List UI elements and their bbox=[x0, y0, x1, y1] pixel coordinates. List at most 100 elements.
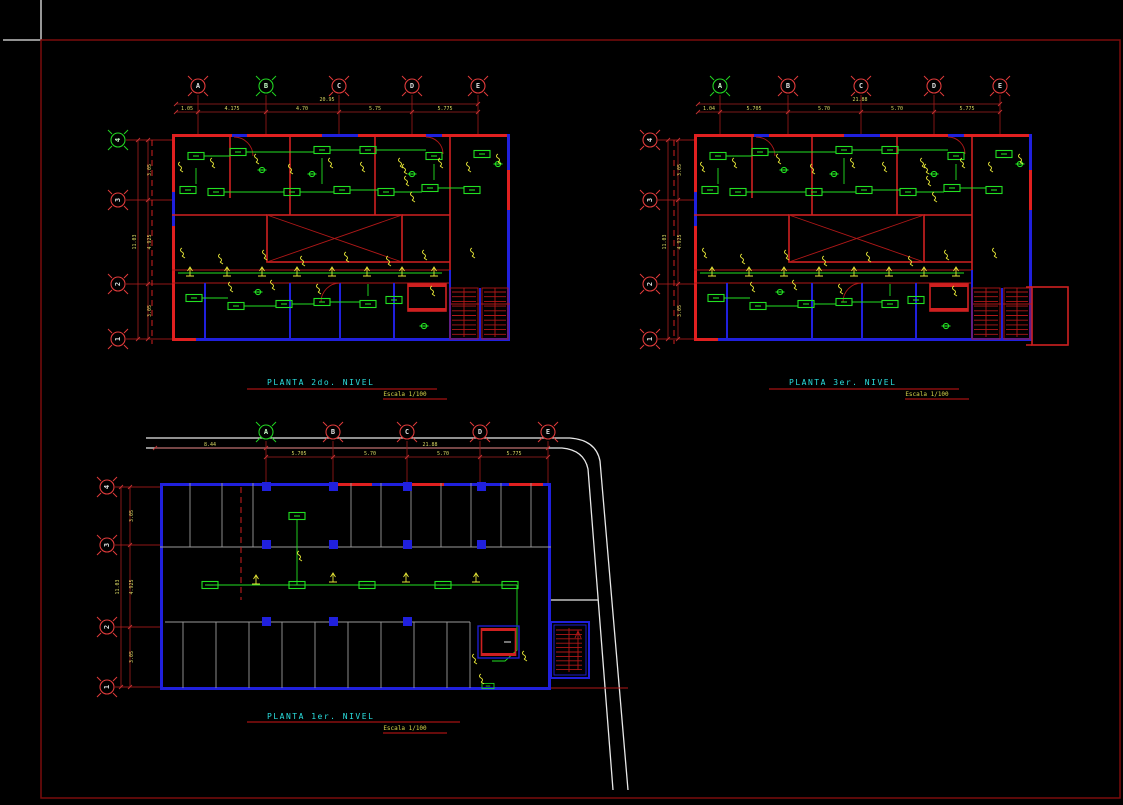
left-dimension-lines: 11.03 3.05 4.925 3.05 bbox=[132, 137, 153, 342]
grid-bubble-3: 3 bbox=[107, 189, 129, 211]
svg-text:Escala 1/100: Escala 1/100 bbox=[383, 725, 427, 732]
garage-wiring bbox=[201, 511, 528, 690]
svg-text:11.03: 11.03 bbox=[132, 234, 138, 249]
svg-text:3.05: 3.05 bbox=[677, 164, 683, 176]
plan-title: PLANTA 1er. NIVEL Escala 1/100 bbox=[247, 712, 460, 734]
svg-text:PLANTA 3er. NIVEL: PLANTA 3er. NIVEL bbox=[789, 378, 896, 387]
terrace-outline bbox=[1026, 286, 1069, 346]
grid-bubble-c: C bbox=[396, 421, 418, 443]
grid-bubble-b: B bbox=[255, 75, 277, 97]
svg-text:2: 2 bbox=[114, 282, 122, 286]
svg-text:E: E bbox=[476, 82, 480, 90]
left-dimension-lines: 11.03 3.05 4.925 3.05 bbox=[115, 484, 135, 690]
svg-text:Escala 1/100: Escala 1/100 bbox=[905, 391, 949, 398]
svg-text:11.03: 11.03 bbox=[662, 234, 668, 249]
svg-text:C: C bbox=[337, 82, 341, 90]
floor-plan-linework bbox=[172, 134, 510, 341]
svg-text:E: E bbox=[546, 428, 550, 436]
svg-text:3.05: 3.05 bbox=[129, 651, 135, 663]
svg-text:8.44: 8.44 bbox=[204, 442, 216, 448]
svg-text:B: B bbox=[264, 82, 268, 90]
svg-text:4.925: 4.925 bbox=[129, 579, 135, 594]
svg-text:D: D bbox=[410, 82, 414, 90]
svg-text:4: 4 bbox=[646, 138, 654, 142]
grid-bubble-e: E bbox=[467, 75, 489, 97]
svg-text:4.925: 4.925 bbox=[147, 234, 153, 249]
grid-bubble-2: 2 bbox=[107, 273, 129, 295]
grid-bubble-e: E bbox=[989, 75, 1011, 97]
svg-text:3.05: 3.05 bbox=[129, 510, 135, 522]
parking-linework bbox=[160, 482, 628, 690]
grid-bubble-1: 1 bbox=[96, 676, 118, 698]
plan-1er-nivel: 8.44 21.88 5.705 5.70 5.70 5.775 11.03 3… bbox=[96, 421, 629, 791]
svg-text:20.95: 20.95 bbox=[319, 97, 334, 103]
grid-bubble-4: 4 bbox=[107, 129, 129, 151]
floor-plan-linework bbox=[694, 134, 1032, 341]
grid-bubble-d: D bbox=[469, 421, 491, 443]
svg-text:4: 4 bbox=[103, 485, 111, 489]
plan-2do-nivel: 20.95 1.05 4.175 4.70 5.75 5.775 11.03 3… bbox=[107, 75, 510, 400]
svg-text:21.88: 21.88 bbox=[852, 97, 867, 103]
svg-text:C: C bbox=[405, 428, 409, 436]
svg-text:1.04: 1.04 bbox=[703, 106, 715, 112]
svg-text:4: 4 bbox=[114, 138, 122, 142]
svg-text:5.705: 5.705 bbox=[746, 106, 761, 112]
plan-title: PLANTA 2do. NIVEL Escala 1/100 bbox=[247, 378, 447, 400]
street-edge bbox=[146, 437, 629, 791]
svg-text:5.775: 5.775 bbox=[506, 451, 521, 457]
svg-text:A: A bbox=[718, 82, 723, 90]
svg-text:3: 3 bbox=[646, 198, 654, 202]
svg-text:5.70: 5.70 bbox=[364, 451, 376, 457]
svg-text:A: A bbox=[196, 82, 201, 90]
grid-bubble-b: B bbox=[777, 75, 799, 97]
left-dimension-lines: 11.03 3.05 4.925 3.05 bbox=[662, 137, 683, 342]
svg-text:4.925: 4.925 bbox=[677, 234, 683, 249]
grid-bubble-2: 2 bbox=[639, 273, 661, 295]
columns bbox=[262, 482, 486, 626]
elevator-shaft bbox=[477, 625, 520, 659]
svg-text:2: 2 bbox=[646, 282, 654, 286]
svg-text:D: D bbox=[932, 82, 936, 90]
svg-text:PLANTA 2do. NIVEL: PLANTA 2do. NIVEL bbox=[267, 378, 374, 387]
top-dimension-lines: 20.95 1.05 4.175 4.70 5.75 5.775 bbox=[173, 97, 481, 115]
grid-bubble-3: 3 bbox=[96, 534, 118, 556]
top-dimension-lines: 21.88 1.04 5.705 5.70 5.70 5.775 bbox=[695, 97, 1003, 115]
svg-text:5.70: 5.70 bbox=[437, 451, 449, 457]
svg-text:PLANTA 1er. NIVEL: PLANTA 1er. NIVEL bbox=[267, 712, 374, 721]
svg-text:1: 1 bbox=[646, 337, 654, 341]
grid-bubble-3: 3 bbox=[639, 189, 661, 211]
sheet-border bbox=[40, 39, 1121, 799]
plan-3er-nivel: 21.88 1.04 5.705 5.70 5.70 5.775 11.03 3… bbox=[639, 75, 1069, 400]
svg-text:3.05: 3.05 bbox=[147, 164, 153, 176]
svg-text:3.05: 3.05 bbox=[147, 305, 153, 317]
svg-text:1: 1 bbox=[103, 685, 111, 689]
grid-bubble-a: A bbox=[255, 421, 277, 443]
svg-text:5.70: 5.70 bbox=[891, 106, 903, 112]
svg-text:D: D bbox=[478, 428, 482, 436]
svg-text:3.05: 3.05 bbox=[677, 305, 683, 317]
svg-text:Escala 1/100: Escala 1/100 bbox=[383, 391, 427, 398]
svg-text:3: 3 bbox=[103, 543, 111, 547]
ucs-crosshair bbox=[3, 0, 42, 41]
svg-text:1: 1 bbox=[114, 337, 122, 341]
svg-text:B: B bbox=[786, 82, 790, 90]
svg-text:2: 2 bbox=[103, 625, 111, 629]
svg-text:11.03: 11.03 bbox=[115, 579, 121, 594]
grid-bubble-c: C bbox=[850, 75, 872, 97]
grid-bubble-1: 1 bbox=[107, 328, 129, 350]
svg-text:4.175: 4.175 bbox=[224, 106, 239, 112]
grid-bubble-e: E bbox=[537, 421, 559, 443]
svg-text:B: B bbox=[331, 428, 335, 436]
grid-bubble-2: 2 bbox=[96, 616, 118, 638]
top-dimension-lines: 8.44 21.88 5.705 5.70 5.70 5.775 bbox=[152, 442, 551, 460]
plan-title: PLANTA 3er. NIVEL Escala 1/100 bbox=[769, 378, 969, 400]
svg-text:4.70: 4.70 bbox=[296, 106, 308, 112]
svg-text:5.75: 5.75 bbox=[369, 106, 381, 112]
svg-text:A: A bbox=[264, 428, 269, 436]
svg-text:5.775: 5.775 bbox=[959, 106, 974, 112]
grid-bubble-d: D bbox=[401, 75, 423, 97]
svg-text:5.775: 5.775 bbox=[437, 106, 452, 112]
svg-text:3: 3 bbox=[114, 198, 122, 202]
